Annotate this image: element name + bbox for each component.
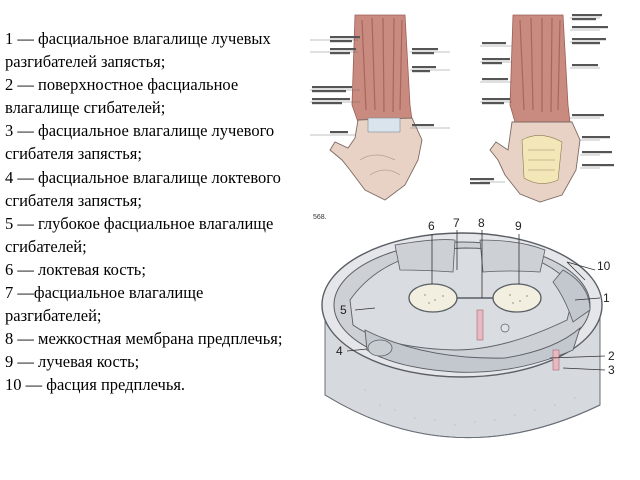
callout-1: 1 bbox=[603, 291, 610, 305]
figure-number: 568. bbox=[313, 214, 327, 221]
legend-item-9: 9 — лучевая кость; bbox=[5, 352, 140, 372]
legend-item-1: 1 — фасциальное влагалище лучевых разгиб… bbox=[5, 29, 275, 72]
callout-2: 2 bbox=[608, 349, 615, 363]
callout-5: 5 bbox=[340, 303, 347, 317]
callout-6: 6 bbox=[428, 219, 435, 233]
legend-item-8: 8 — межкостная мембрана предплечья; bbox=[5, 329, 283, 349]
callout-9: 9 bbox=[515, 219, 522, 233]
callout-4: 4 bbox=[336, 344, 343, 358]
callout-7: 7 bbox=[453, 216, 460, 230]
legend-item-5: 5 — глубокое фасциальное влагалище сгиба… bbox=[5, 213, 278, 256]
forearm-illustration bbox=[310, 14, 614, 203]
legend-item-2: 2 — поверхностное фасциальное влагалище … bbox=[5, 75, 243, 118]
legend: 1 — фасциальное влагалище лучевых разгиб… bbox=[5, 27, 290, 397]
fine-print-labels bbox=[312, 14, 614, 185]
right-forearm-drawing bbox=[489, 14, 581, 203]
legend-item-3: 3 — фасциальное влагалище лучевого сгиба… bbox=[5, 121, 279, 164]
left-forearm-drawing bbox=[329, 14, 423, 201]
legend-item-4: 4 — фасциальное влагалище локтевого сгиб… bbox=[5, 167, 286, 210]
legend-item-7: 7 —фасциальное влагалище разгибателей; bbox=[5, 283, 208, 326]
legend-item-10: 10 — фасция предплечья. bbox=[5, 375, 186, 395]
callout-8: 8 bbox=[478, 216, 485, 230]
forearm-cross-section: 6 7 8 9 10 5 4 1 2 3 bbox=[321, 216, 615, 439]
callout-3: 3 bbox=[608, 363, 615, 377]
callout-10: 10 bbox=[597, 259, 611, 273]
legend-item-6: 6 — локтевая кость; bbox=[5, 259, 146, 279]
